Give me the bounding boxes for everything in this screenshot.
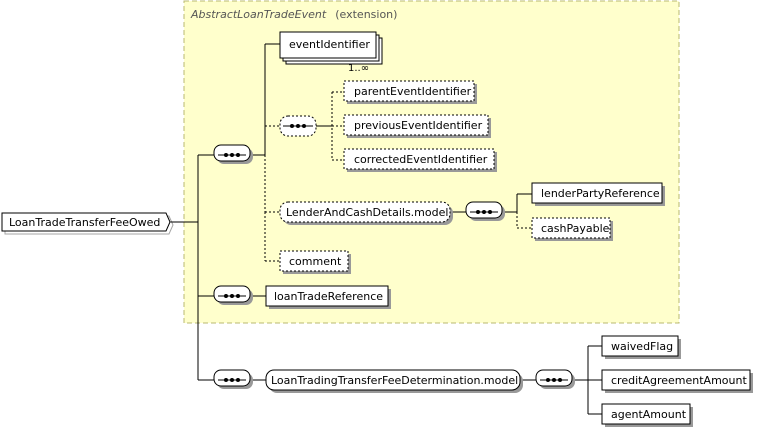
comment-label: comment (289, 255, 342, 268)
extension-type-name: AbstractLoanTradeEvent (190, 8, 327, 21)
lender-party-reference-label: lenderPartyReference (541, 187, 660, 200)
cash-payable-label: cashPayable (541, 222, 610, 235)
extension-type-label: AbstractLoanTradeEvent (extension) (190, 3, 397, 22)
root-label: LoanTradeTransferFeeOwed (9, 216, 160, 229)
cash-payable-element[interactable]: cashPayable (531, 217, 613, 241)
choice-compositor[interactable] (279, 115, 317, 137)
loan-trade-reference-element[interactable]: loanTradeReference (265, 285, 391, 309)
sequence-compositor-3[interactable] (213, 369, 253, 389)
sequence-compositor-2[interactable] (213, 285, 253, 305)
corrected-event-identifier-element[interactable]: correctedEventIdentifier (343, 148, 497, 172)
lender-party-reference-element[interactable]: lenderPartyReference (531, 182, 665, 206)
sequence-compositor-1[interactable] (213, 144, 253, 164)
waived-flag-label: waivedFlag (611, 340, 673, 353)
extension-suffix: (extension) (335, 8, 397, 21)
loan-trading-transfer-fee-determination-model-group[interactable]: LoanTradingTransferFeeDetermination.mode… (265, 369, 523, 393)
sequence-compositor-fee[interactable] (535, 369, 575, 389)
lender-and-cash-details-model-label: LenderAndCashDetails.model (286, 206, 448, 219)
event-identifier-label: eventIdentifier (289, 38, 370, 51)
comment-element[interactable]: comment (279, 250, 351, 274)
lender-and-cash-details-model-group[interactable]: LenderAndCashDetails.model (279, 201, 453, 225)
waived-flag-element[interactable]: waivedFlag (601, 335, 681, 359)
parent-event-identifier-element[interactable]: parentEventIdentifier (343, 80, 477, 104)
corrected-event-identifier-label: correctedEventIdentifier (354, 153, 488, 166)
agent-amount-label: agentAmount (611, 408, 687, 421)
previous-event-identifier-element[interactable]: previousEventIdentifier (343, 114, 491, 138)
credit-agreement-amount-element[interactable]: creditAgreementAmount (601, 369, 753, 393)
credit-agreement-amount-label: creditAgreementAmount (611, 374, 747, 387)
previous-event-identifier-label: previousEventIdentifier (354, 119, 483, 132)
event-identifier-element[interactable]: eventIdentifier (279, 31, 383, 65)
agent-amount-element[interactable]: agentAmount (601, 403, 693, 427)
parent-event-identifier-label: parentEventIdentifier (354, 85, 472, 98)
loan-trading-transfer-fee-determination-model-label: LoanTradingTransferFeeDetermination.mode… (271, 374, 518, 387)
event-identifier-cardinality: 1..∞ (348, 63, 369, 74)
loan-trade-reference-label: loanTradeReference (274, 290, 383, 303)
sequence-compositor-lender[interactable] (465, 201, 505, 221)
root-element[interactable]: LoanTradeTransferFeeOwed (1, 212, 174, 235)
